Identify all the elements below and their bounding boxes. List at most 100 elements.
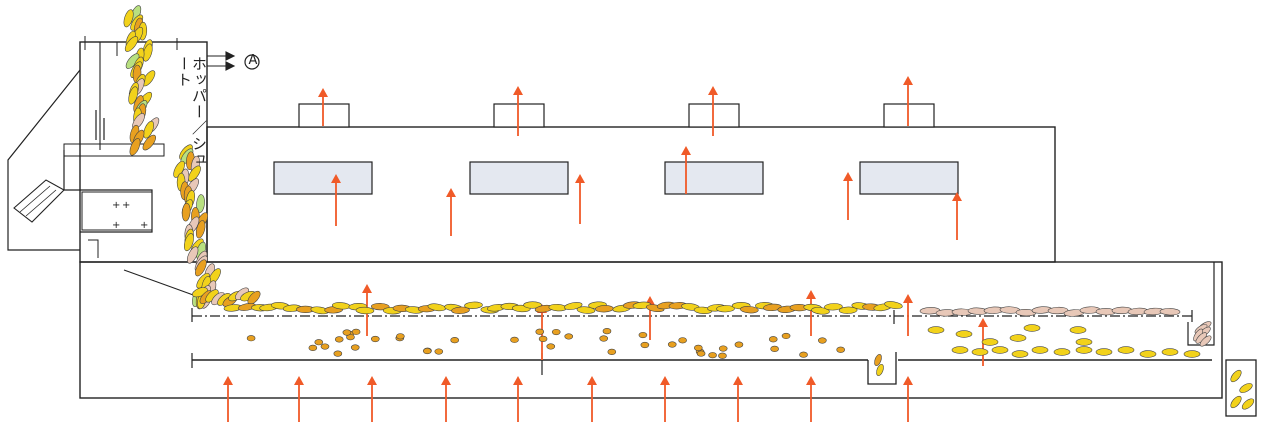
grain: [129, 138, 141, 156]
outlet-box: [1225, 359, 1257, 417]
grain: [143, 120, 154, 139]
grain-flow: [123, 5, 1255, 410]
grain: [716, 305, 735, 313]
grain: [678, 337, 687, 344]
hopper-label: ホッパー／シュート: [175, 56, 208, 168]
grain: [464, 301, 483, 309]
outlet-label: A: [248, 53, 258, 68]
grain: [183, 233, 194, 252]
grain: [538, 335, 548, 342]
grain: [811, 307, 830, 315]
grain: [927, 326, 945, 334]
grain: [734, 341, 744, 348]
grain: [991, 346, 1009, 354]
grain: [523, 301, 542, 309]
grain: [181, 202, 191, 222]
grain: [638, 331, 648, 339]
chamber-window: [469, 161, 569, 195]
grain: [876, 363, 884, 377]
grain: [128, 86, 139, 105]
grain: [1047, 306, 1069, 315]
grain: [955, 330, 973, 338]
exhaust-arrows: [207, 51, 236, 71]
grain: [1230, 395, 1242, 409]
grain: [1239, 383, 1253, 393]
grain: [195, 220, 206, 239]
grain: [434, 348, 444, 355]
grain: [396, 333, 405, 340]
grain: [370, 303, 390, 311]
grain: [740, 306, 759, 314]
airflow-arrow: [843, 172, 853, 220]
grain: [355, 306, 375, 315]
grain: [718, 352, 727, 359]
grain: [320, 343, 330, 350]
grain: [1009, 334, 1027, 342]
grain: [1241, 398, 1255, 410]
top-vent: [493, 103, 545, 128]
grain: [1139, 350, 1157, 358]
grain: [884, 301, 903, 309]
grain: [1183, 350, 1201, 358]
grain: [607, 348, 617, 355]
grain: [599, 335, 609, 342]
grain: [1117, 346, 1135, 354]
airflow-arrow: [331, 174, 341, 226]
grain: [1161, 348, 1179, 356]
chamber-window: [273, 161, 373, 195]
grain: [1023, 324, 1041, 332]
sump: [867, 352, 897, 385]
chamber-window: [664, 161, 764, 195]
svg-text:+: +: [122, 200, 130, 211]
airflow-arrow: [513, 86, 523, 136]
grain: [308, 344, 318, 351]
grain: [640, 341, 650, 349]
grain: [564, 333, 574, 340]
grain: [874, 353, 882, 367]
grain: [334, 336, 344, 343]
grain: [188, 165, 201, 182]
inlet-structure: + + + +: [7, 36, 208, 297]
grain: [1011, 350, 1029, 358]
airflow-arrow: [903, 376, 913, 422]
grain: [546, 343, 556, 350]
airflow-arrow: [587, 376, 597, 422]
grain: [246, 335, 256, 342]
grain: [422, 347, 432, 355]
airflow-arrow: [733, 376, 743, 422]
grain: [196, 194, 205, 213]
grain: [124, 36, 139, 52]
grain: [667, 341, 677, 348]
grain: [708, 352, 717, 359]
svg-text:+: +: [140, 220, 148, 231]
svg-text:+: +: [112, 220, 120, 231]
grain: [123, 9, 134, 28]
airflow-arrow: [513, 376, 523, 422]
grain: [1199, 335, 1212, 347]
grain: [342, 329, 352, 336]
airflow-arrow: [441, 376, 451, 422]
grain: [1095, 348, 1113, 356]
grain: [350, 344, 360, 351]
svg-text:+: +: [112, 200, 120, 211]
grain: [824, 303, 843, 311]
grain: [770, 345, 779, 352]
grain: [551, 328, 561, 336]
airflow-arrow: [223, 376, 233, 422]
airflow-arrow: [681, 146, 691, 194]
grain: [836, 346, 845, 353]
grain: [1075, 346, 1093, 354]
grain: [1053, 348, 1071, 356]
grain: [450, 336, 459, 344]
lower-chamber: [79, 261, 1223, 399]
airflow-arrow: [367, 376, 377, 422]
airflow-arrow: [952, 192, 962, 240]
grain: [1159, 308, 1181, 316]
airflow-arrow: [903, 294, 913, 336]
airflow-arrow: [318, 88, 328, 126]
airflow-arrow: [903, 76, 913, 126]
grain: [971, 348, 989, 356]
airflow-arrow: [660, 376, 670, 422]
grain: [602, 328, 612, 335]
top-vent: [298, 103, 350, 128]
